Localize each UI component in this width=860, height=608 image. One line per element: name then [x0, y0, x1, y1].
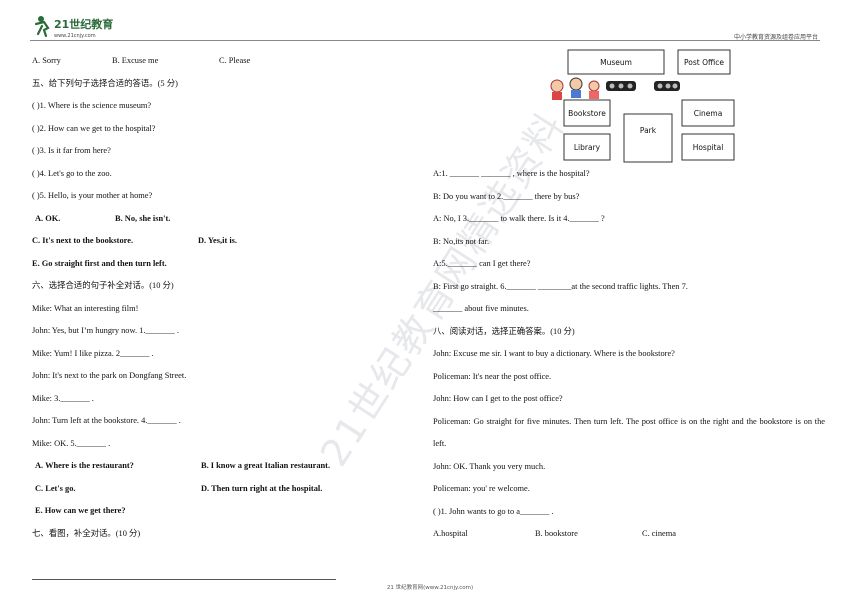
hospital-label: Hospital: [693, 143, 724, 152]
traffic-light-icon: [606, 81, 636, 91]
answer-options: E. Go straight first and then turn left.: [32, 253, 422, 276]
option: A. Where is the restaurant?: [35, 461, 134, 470]
option: A. Sorry: [32, 56, 61, 65]
hospital-box: [681, 133, 735, 161]
dialog-line: B: Do you want to 2._______ there by bus…: [433, 191, 580, 201]
dialog-line: A:5._______ can I get there?: [433, 259, 531, 268]
dialog-line: Mike: OK. 5._______ .: [32, 438, 111, 448]
option: D. Yes,it is.: [198, 236, 238, 245]
left-column: A. Sorry B. Excuse me C. Please 五、给下列句子选择合…: [32, 50, 422, 545]
question-item: ( )1. Where is the science museum?: [32, 101, 152, 110]
museum-box: [567, 49, 665, 75]
option: A.hospital: [433, 529, 468, 538]
question-item: ( )1. John wants to go to a_______ .: [433, 506, 554, 516]
park-box: [623, 113, 673, 163]
option: A. OK.: [35, 213, 61, 223]
option: E. Go straight first and then turn left.: [32, 258, 167, 268]
q4-options: A. Sorry B. Excuse me C. Please: [32, 50, 422, 73]
traffic-light-icon: [654, 81, 680, 91]
header-platform-text: 中小学教育资源及组卷应用平台: [733, 34, 818, 41]
runner-icon: [34, 16, 50, 38]
option: C. Please: [219, 56, 251, 65]
dialog-line: Mike: Yum! I like pizza. 2_______ .: [32, 348, 154, 358]
children-icon: [550, 77, 600, 100]
footer-divider: [32, 579, 336, 580]
option: B. No, she isn't.: [115, 213, 171, 223]
dialog-line: Mike: What an interesting film!: [32, 303, 139, 313]
reading-line: John: Excuse me sir. I want to buy a dic…: [433, 349, 675, 358]
answer-options: C. It's next to the bookstore. D. Yes,it …: [32, 230, 422, 253]
option: B. Excuse me: [112, 56, 159, 65]
header-divider: [30, 40, 820, 41]
reading-paragraph: Policeman: Go straight for five minutes.…: [433, 416, 825, 449]
answer-options: E. How can we get there?: [32, 500, 422, 523]
dialog-line: A: No, I 3._______ to walk there. Is it …: [433, 214, 605, 223]
question-item: ( )4. Let's go to the zoo.: [32, 168, 112, 178]
dialog-line: John: Turn left at the bookstore. 4.____…: [32, 416, 181, 425]
town-map: Museum Post Office Bookstore Park Cinema…: [550, 49, 735, 163]
option: C. It's next to the bookstore.: [32, 236, 134, 245]
site-logo: 21世纪教育 www.21cnjy.com: [34, 16, 113, 39]
library-box: [563, 133, 611, 161]
dialog-line: A:1. _______ _______ , where is the hosp…: [433, 169, 590, 178]
option: D. Then turn right at the hospital.: [201, 483, 323, 493]
reading-line: John: How can I get to the post office?: [433, 394, 563, 403]
question-item: ( )2. How can we get to the hospital?: [32, 123, 156, 133]
question-item: ( )3. Is it far from here?: [32, 146, 111, 155]
bookstore-label: Bookstore: [568, 109, 606, 118]
dialog-line: John: Yes, but I’m hungry now. 1._______…: [32, 326, 179, 335]
cinema-label: Cinema: [694, 109, 723, 118]
reading-line: John: OK. Thank you very much.: [433, 461, 546, 471]
answer-options: A. Where is the restaurant? B. I know a g…: [32, 455, 422, 478]
option: C. Let's go.: [35, 483, 76, 493]
option: C. cinema: [642, 529, 676, 538]
library-label: Library: [574, 143, 601, 152]
option: B. I know a great Italian restaurant.: [201, 461, 331, 470]
post-office-label: Post Office: [684, 58, 724, 67]
museum-label: Museum: [600, 58, 632, 67]
logo-text: 21世纪教育: [54, 17, 113, 31]
reading-line: Policeman: you' re welcome.: [433, 484, 530, 493]
section-7-title: 七、看图，补全对话。(10 分): [32, 528, 141, 538]
bookstore-box: [563, 99, 611, 127]
footer-text: 21 世纪教育网(www.21cnjy.com): [386, 585, 474, 591]
answer-options: A.hospital B. bookstore C. cinema: [433, 523, 825, 546]
section-6-title: 六、选择合适的句子补全对话。(10 分): [32, 281, 174, 290]
right-column: A:1. _______ _______ , where is the hosp…: [433, 163, 825, 546]
answer-options: A. OK. B. No, she isn't.: [32, 208, 422, 231]
reading-line: Policeman: It's near the post office.: [433, 371, 552, 381]
question-item: ( )5. Hello, is your mother at home?: [32, 191, 153, 200]
post-office-box: [677, 49, 731, 75]
dialog-line: _______ about five minutes.: [433, 304, 529, 313]
option: B. bookstore: [535, 529, 578, 538]
logo-url: www.21cnjy.com: [54, 33, 96, 39]
section-5-title: 五、给下列句子选择合适的答语。(5 分): [32, 78, 178, 88]
dialog-line: B: First go straight. 6._______ ________…: [433, 281, 688, 291]
dialog-line: John: It's next to the park on Dongfang …: [32, 371, 187, 380]
option: E. How can we get there?: [35, 506, 126, 515]
park-label: Park: [640, 126, 657, 135]
answer-options: C. Let's go. D. Then turn right at the ho…: [32, 478, 422, 501]
section-8-title: 八、阅读对话，选择正确答案。(10 分): [433, 326, 575, 336]
dialog-line: Mike: 3._______ .: [32, 393, 94, 403]
cinema-box: [681, 99, 735, 127]
dialog-line: B: No,its not far.: [433, 236, 490, 246]
